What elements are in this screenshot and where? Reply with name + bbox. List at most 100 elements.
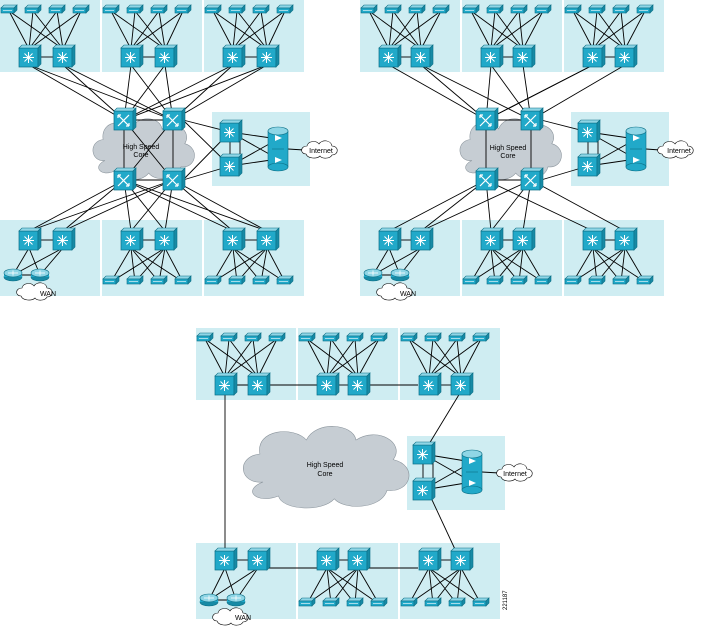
link [388, 64, 487, 121]
link [624, 10, 646, 50]
core-label-line2: Core [317, 471, 332, 478]
access-switch-icon [400, 332, 418, 342]
link [204, 338, 226, 378]
link [368, 10, 390, 50]
block-layer [0, 0, 669, 619]
link [28, 10, 58, 50]
access-switch-icon [298, 597, 316, 607]
access-switch-icon [636, 4, 654, 14]
link [130, 247, 184, 283]
link [357, 338, 380, 378]
link [428, 567, 482, 605]
wan-router-icon [363, 268, 383, 282]
distribution-switch-icon [18, 44, 42, 68]
access-switch-icon [448, 597, 466, 607]
building-block [564, 220, 664, 296]
link [232, 10, 238, 50]
distribution-switch-icon [222, 44, 246, 68]
link [130, 10, 160, 50]
figure-id: 221187 [503, 590, 509, 610]
link [420, 10, 442, 50]
link [388, 10, 394, 50]
link [518, 10, 524, 50]
access-switch-icon [510, 275, 528, 285]
link [420, 64, 487, 121]
core-switch-icon [113, 107, 137, 131]
link [236, 10, 268, 50]
access-switch-icon [196, 332, 214, 342]
access-switch-icon [268, 332, 286, 342]
link [420, 179, 532, 232]
access-switch-icon [252, 275, 270, 285]
link [287, 148, 305, 151]
edge-switch-icon [412, 441, 436, 465]
link [32, 10, 64, 50]
link [368, 10, 422, 50]
distribution-switch-icon [512, 227, 536, 251]
edge-switch-icon [412, 477, 436, 501]
distribution-switch-icon [410, 227, 434, 251]
distribution-switch-icon [256, 44, 280, 68]
access-switch-icon [448, 332, 466, 342]
link [260, 10, 268, 50]
access-switch-icon [384, 4, 402, 14]
link [306, 338, 359, 378]
link [130, 10, 184, 50]
core-switch-icon [475, 167, 499, 191]
link [490, 10, 520, 50]
core-label-line1: High Speed [490, 145, 527, 152]
core-switch-icon [162, 107, 186, 131]
link [456, 338, 462, 378]
access-switch-icon [346, 597, 364, 607]
edge-switch-icon [577, 153, 601, 177]
link [252, 338, 259, 378]
firewall-icon [461, 449, 483, 495]
wan-label: WAN [400, 291, 416, 298]
link [572, 247, 626, 283]
distribution-switch-icon [214, 547, 238, 571]
distribution-switch-icon [450, 372, 474, 396]
access-switch-icon [126, 4, 144, 14]
link [326, 338, 380, 378]
core-switch-icon [162, 167, 186, 191]
access-switch-icon [228, 4, 246, 14]
distribution-switch-icon [378, 44, 402, 68]
distribution-switch-icon [52, 44, 76, 68]
link [228, 338, 259, 378]
distribution-switch-icon [418, 372, 442, 396]
building-block [360, 220, 460, 296]
access-switch-icon [370, 597, 388, 607]
link [485, 179, 594, 232]
core-label-line1: High Speed [307, 462, 344, 469]
link [428, 338, 458, 378]
access-switch-icon [228, 275, 246, 285]
access-switch-icon [126, 275, 144, 285]
link [306, 338, 328, 378]
access-switch-icon [346, 332, 364, 342]
link [28, 64, 125, 121]
access-switch-icon [150, 275, 168, 285]
link [266, 10, 286, 50]
access-switch-icon [486, 4, 504, 14]
access-switch-icon [0, 4, 18, 14]
link [232, 10, 286, 50]
wan-router-icon [30, 268, 50, 282]
link [257, 338, 278, 378]
access-switch-icon [150, 4, 168, 14]
link [428, 338, 434, 378]
link [8, 10, 64, 50]
access-switch-icon [462, 4, 480, 14]
link [123, 64, 234, 121]
access-switch-icon [486, 275, 504, 285]
access-switch-icon [204, 275, 222, 285]
access-switch-icon [564, 4, 582, 14]
link [388, 10, 418, 50]
link [425, 392, 461, 450]
link [388, 10, 442, 50]
link [388, 179, 487, 232]
distribution-switch-icon [222, 227, 246, 251]
access-switch-icon [564, 275, 582, 285]
access-switch-icon [424, 597, 442, 607]
distribution-switch-icon [480, 44, 504, 68]
distribution-switch-icon [247, 372, 271, 396]
